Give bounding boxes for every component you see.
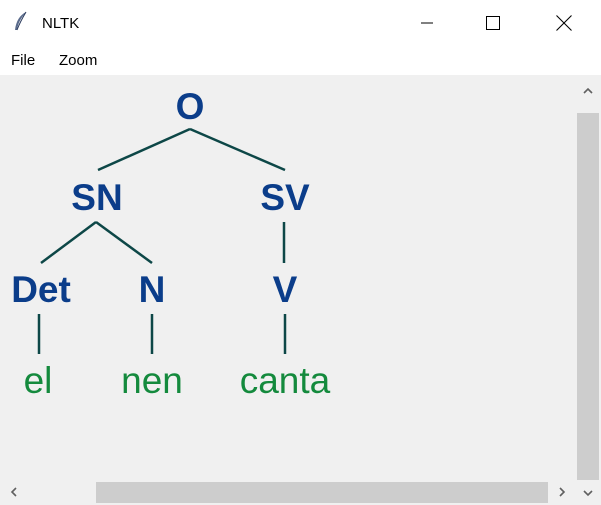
chevron-up-icon [583, 81, 593, 99]
minimize-button[interactable] [404, 0, 450, 46]
node-sn[interactable]: SN [71, 177, 122, 218]
maximize-button[interactable] [470, 0, 516, 46]
window-title: NLTK [42, 15, 80, 32]
node-o[interactable]: O [176, 86, 205, 127]
scroll-left-button[interactable] [0, 480, 26, 505]
close-icon [556, 15, 572, 31]
scroll-down-button[interactable] [575, 480, 601, 505]
vertical-scroll-thumb[interactable] [577, 113, 599, 480]
title-bar[interactable]: NLTK [0, 0, 601, 46]
node-det[interactable]: Det [11, 269, 71, 310]
menu-bar: File Zoom [0, 49, 601, 73]
close-button[interactable] [541, 0, 587, 46]
scroll-right-button[interactable] [549, 480, 575, 505]
tree-edges [37, 127, 287, 354]
leaf-canta[interactable]: canta [240, 360, 331, 401]
edge-o-sn [97, 127, 191, 172]
edge-sn-det [40, 220, 97, 265]
vertical-scrollbar[interactable] [575, 75, 601, 480]
leaf-nen[interactable]: nen [121, 360, 183, 401]
node-sv[interactable]: SV [260, 177, 310, 218]
menu-zoom[interactable]: Zoom [59, 52, 98, 69]
node-v[interactable]: V [273, 269, 298, 310]
edge-o-sv [189, 127, 286, 172]
chevron-down-icon [583, 484, 593, 502]
horizontal-scroll-thumb[interactable] [96, 482, 548, 503]
node-n[interactable]: N [139, 269, 166, 310]
chevron-left-icon [10, 484, 17, 502]
feather-icon [12, 11, 30, 33]
menu-file[interactable]: File [11, 52, 36, 69]
scroll-up-button[interactable] [575, 75, 601, 105]
leaf-el[interactable]: el [24, 360, 53, 401]
tree-canvas[interactable]: O SN SV Det N V el nen canta [0, 75, 575, 480]
horizontal-scrollbar[interactable] [0, 480, 575, 505]
edge-sn-n [95, 220, 153, 265]
maximize-icon [486, 16, 500, 30]
chevron-right-icon [558, 484, 566, 502]
minimize-icon [421, 17, 433, 29]
